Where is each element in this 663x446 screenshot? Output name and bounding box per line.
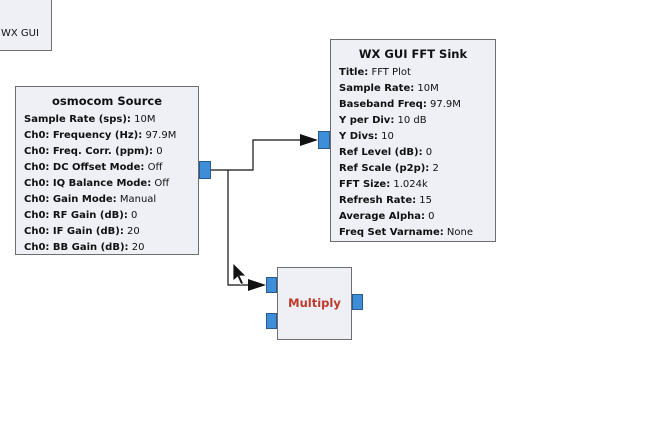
fft-sink-title: WX GUI FFT Sink <box>358 47 468 61</box>
connection-arrow-fft <box>300 134 318 146</box>
fft-sink-param-row: Baseband Freq: 97.9M <box>339 97 491 113</box>
osmocom-param-value: Off <box>154 178 170 189</box>
mouse-cursor-icon <box>232 262 247 286</box>
osmocom-param-name: Ch0: IQ Balance Mode: <box>24 178 152 189</box>
osmocom-param-row: Sample Rate (sps): 10M <box>24 112 194 128</box>
wx-gui-block-partial[interactable]: WX GUI <box>0 0 52 51</box>
fft-sink-param-row: Average Alpha: 0 <box>339 209 491 225</box>
wx-gui-block-label: WX GUI <box>1 28 39 39</box>
fft-sink-param-value: 2 <box>432 163 439 174</box>
fft-sink-param-value: 10 dB <box>397 115 427 126</box>
osmocom-param-value: 0 <box>131 210 138 221</box>
osmocom-param-row: Ch0: Gain Mode: Manual <box>24 192 194 208</box>
fft-sink-param-value: 10 <box>381 131 394 142</box>
fft-sink-param-value: 15 <box>419 195 433 206</box>
fft-sink-param-name: FFT Size: <box>339 179 391 190</box>
fft-sink-param-name: Average Alpha: <box>339 211 425 222</box>
osmocom-param-row: Ch0: BB Gain (dB): 20 <box>24 240 194 256</box>
osmocom-param-value: Off <box>147 162 163 173</box>
connection-osmocom-to-multiply[interactable] <box>227 170 248 286</box>
fft-sink-param-name: Y Divs: <box>339 131 378 142</box>
osmocom-param-name: Ch0: Gain Mode: <box>24 194 117 205</box>
multiply-block[interactable]: Multiply <box>277 267 352 340</box>
fft-sink-param-row: Refresh Rate: 15 <box>339 193 491 209</box>
fft-sink-param-value: 97.9M <box>430 99 461 110</box>
fft-sink-param-value: 0 <box>428 211 435 222</box>
multiply-input-port-0[interactable] <box>266 277 277 293</box>
osmocom-param-row: Ch0: IF Gain (dB): 20 <box>24 224 194 240</box>
fft-sink-param-name: Refresh Rate: <box>339 195 417 206</box>
multiply-output-port[interactable] <box>352 294 363 310</box>
osmocom-param-name: Ch0: IF Gain (dB): <box>24 226 124 237</box>
osmocom-param-name: Ch0: DC Offset Mode: <box>24 162 145 173</box>
fft-sink-param-name: Sample Rate: <box>339 83 415 94</box>
fft-sink-param-value: 0 <box>425 147 433 158</box>
osmocom-param-name: Ch0: Frequency (Hz): <box>24 130 143 141</box>
fft-sink-param-name: Ref Level (dB): <box>339 147 423 158</box>
fft-sink-input-port[interactable] <box>318 131 330 149</box>
osmocom-param-name: Sample Rate (sps): <box>24 114 131 125</box>
osmocom-param-name: Ch0: Freq. Corr. (ppm): <box>24 146 154 157</box>
fft-sink-param-row: Sample Rate: 10M <box>339 81 491 97</box>
fft-sink-param-row: Title: FFT Plot <box>339 65 491 81</box>
osmocom-source-title: osmocom Source <box>52 94 162 108</box>
fft-sink-param-row: Y per Div: 10 dB <box>339 113 491 129</box>
fft-sink-param-name: Freq Set Varname: <box>339 227 444 238</box>
fft-sink-param-name: Baseband Freq: <box>339 99 427 110</box>
fft-sink-param-row: FFT Size: 1.024k <box>339 177 491 193</box>
osmocom-param-value: 10M <box>134 114 156 125</box>
osmocom-param-value: 20 <box>131 242 145 253</box>
multiply-input-port-1[interactable] <box>266 313 277 329</box>
multiply-label: Multiply <box>288 296 341 310</box>
osmocom-param-row: Ch0: Frequency (Hz): 97.9M <box>24 128 194 144</box>
osmocom-param-row: Ch0: IQ Balance Mode: Off <box>24 176 194 192</box>
osmocom-param-value: 0 <box>156 146 163 157</box>
fft-sink-param-value: FFT Plot <box>371 67 411 78</box>
fft-sink-param-name: Ref Scale (p2p): <box>339 163 430 174</box>
fft-sink-param-name: Title: <box>339 67 369 78</box>
osmocom-param-name: Ch0: BB Gain (dB): <box>24 242 129 253</box>
fft-sink-param-row: Ref Level (dB): 0 <box>339 145 491 161</box>
fft-sink-param-row: Y Divs: 10 <box>339 129 491 145</box>
osmocom-param-value: 97.9M <box>145 130 177 141</box>
connection-osmocom-to-fft[interactable] <box>211 139 300 171</box>
fft-sink-param-name: Y per Div: <box>339 115 395 126</box>
osmocom-param-row: Ch0: Freq. Corr. (ppm): 0 <box>24 144 194 160</box>
fft-sink-param-value: None <box>446 227 474 238</box>
osmocom-output-port[interactable] <box>199 161 211 179</box>
connection-arrow-multiply <box>248 279 266 291</box>
osmocom-param-value: 20 <box>127 226 140 237</box>
osmocom-param-value: Manual <box>119 194 157 205</box>
osmocom-param-row: Ch0: DC Offset Mode: Off <box>24 160 194 176</box>
fft-sink-param-row: Freq Set Varname: None <box>339 225 491 241</box>
fft-sink-param-value: 1.024k <box>393 179 428 190</box>
osmocom-param-name: Ch0: RF Gain (dB): <box>24 210 128 221</box>
fft-sink-param-value: 10M <box>417 83 439 94</box>
fft-sink-param-row: Ref Scale (p2p): 2 <box>339 161 491 177</box>
osmocom-param-row: Ch0: RF Gain (dB): 0 <box>24 208 194 224</box>
